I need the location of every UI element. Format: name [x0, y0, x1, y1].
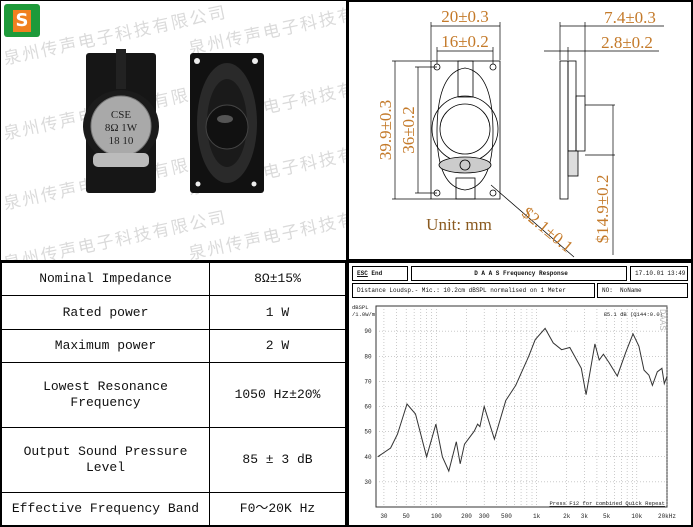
no-label: NO:: [602, 287, 613, 294]
x-tick-label: 300: [479, 513, 490, 520]
dim-depth: 7.4±0.3: [604, 8, 656, 27]
x-tick-label: 50: [403, 513, 411, 520]
esc-key: ESC: [357, 270, 368, 277]
plot-frame: [375, 305, 668, 508]
front-view: [430, 60, 501, 200]
spec-label: Nominal Impedance: [1, 262, 210, 297]
dim-hole-dia: $2.1±0.1: [518, 203, 576, 256]
y-tick-label: 30: [364, 479, 372, 486]
speaker-label: 8Ω 1W: [105, 122, 138, 134]
spec-label: Lowest Resonance Frequency: [1, 362, 210, 428]
company-logo: S: [4, 4, 40, 37]
unit-label: Unit: mm: [426, 215, 492, 234]
x-tick-label: 100: [431, 513, 442, 520]
x-tick-label: 200: [461, 513, 472, 520]
dimension-drawing: 20±0.3 16±0.2 7.4±0.3 2.8±0.2 39.9±0.3 3…: [376, 7, 664, 258]
side-view: [559, 60, 586, 200]
spec-label: Maximum power: [1, 328, 210, 364]
name-box: NO: NoName: [597, 283, 688, 298]
spec-label: Effective Frequency Band: [1, 491, 210, 526]
end-label: End: [371, 270, 383, 277]
y-axis-label: dBSPL: [352, 304, 369, 311]
x-tick-label: 1k: [533, 513, 541, 520]
speaker-label: CSE: [111, 109, 131, 121]
chart-title: D A A S Frequency Response: [411, 266, 627, 281]
frequency-response-panel: ESC End D A A S Frequency Response 17.10…: [347, 261, 693, 527]
x-tick-label: 2k: [563, 513, 571, 520]
spec-value: F0～20K Hz: [209, 491, 346, 526]
dimension-drawing-panel: 20±0.3 16±0.2 7.4±0.3 2.8±0.2 39.9±0.3 3…: [347, 0, 693, 261]
measurement-info: Distance Loudsp.- Mic.: 10.2cm dBSPL nor…: [352, 283, 595, 298]
y-tick-label: 50: [364, 429, 372, 436]
spec-value: 2 W: [209, 328, 346, 364]
x-tick-label: 5k: [603, 513, 611, 520]
frequency-response-chart: 30 50 100 200 300 500 1k 2k 3k 5k 10k 20kHz 30 40 50 60…: [352, 304, 676, 520]
spec-value: 1 W: [209, 295, 346, 330]
y-tick-label: 80: [364, 353, 372, 360]
level-readout: 85.1 dB (Q144:0.0): [604, 311, 663, 318]
frequency-response-curve: [377, 327, 668, 473]
y-tick-label: 90: [364, 328, 372, 335]
dim-hole-pitch-h: 36±0.2: [399, 106, 418, 154]
dim-magnet-dia: $14.9±0.2: [593, 175, 612, 244]
spec-value: 1050 Hz±20%: [209, 362, 346, 428]
spec-label: Rated power: [1, 295, 210, 330]
dim-width: 20±0.3: [441, 7, 489, 26]
spec-value: 8Ω±15%: [209, 262, 346, 297]
dim-hole-pitch-w: 16±0.2: [441, 32, 489, 51]
x-tick-label: 10k: [631, 513, 642, 520]
y-tick-label: 70: [364, 378, 372, 385]
no-value: NoName: [620, 287, 642, 294]
spec-label: Output Sound Pressure Level: [1, 426, 210, 493]
y-tick-label: 40: [364, 454, 372, 461]
dim-flange: 2.8±0.2: [601, 33, 653, 52]
speaker-back-photo: CSE 8Ω 1W 18 10: [83, 49, 159, 193]
x-tick-label: 30: [380, 513, 388, 520]
speaker-front-photo: [190, 53, 264, 193]
datetime: 17.10.01 13:49: [630, 266, 688, 281]
daas-brand: DAAS: [657, 309, 667, 331]
speaker-photos: CSE 8Ω 1W 18 10: [83, 49, 264, 193]
x-tick-label: 3k: [581, 513, 589, 520]
product-photo-panel: 泉州传声电子科技有限公司 泉州传声电子科技有限公司 泉州传声电子科技有限公司 泉…: [0, 0, 347, 261]
spec-value: 85 ± 3 dB: [209, 426, 346, 493]
esc-end-box: ESC End: [352, 266, 408, 281]
y-axis-unit: /1.0W/m: [352, 311, 376, 318]
x-tick-label: 20kHz: [658, 513, 676, 520]
dim-height: 39.9±0.3: [376, 100, 395, 160]
speaker-label: 18 10: [109, 135, 134, 147]
y-tick-label: 60: [364, 404, 372, 411]
dimension-lines: [392, 22, 664, 258]
x-tick-label: 500: [501, 513, 512, 520]
footer-hint: Press F12 for combined Quick Repeat: [549, 500, 665, 507]
